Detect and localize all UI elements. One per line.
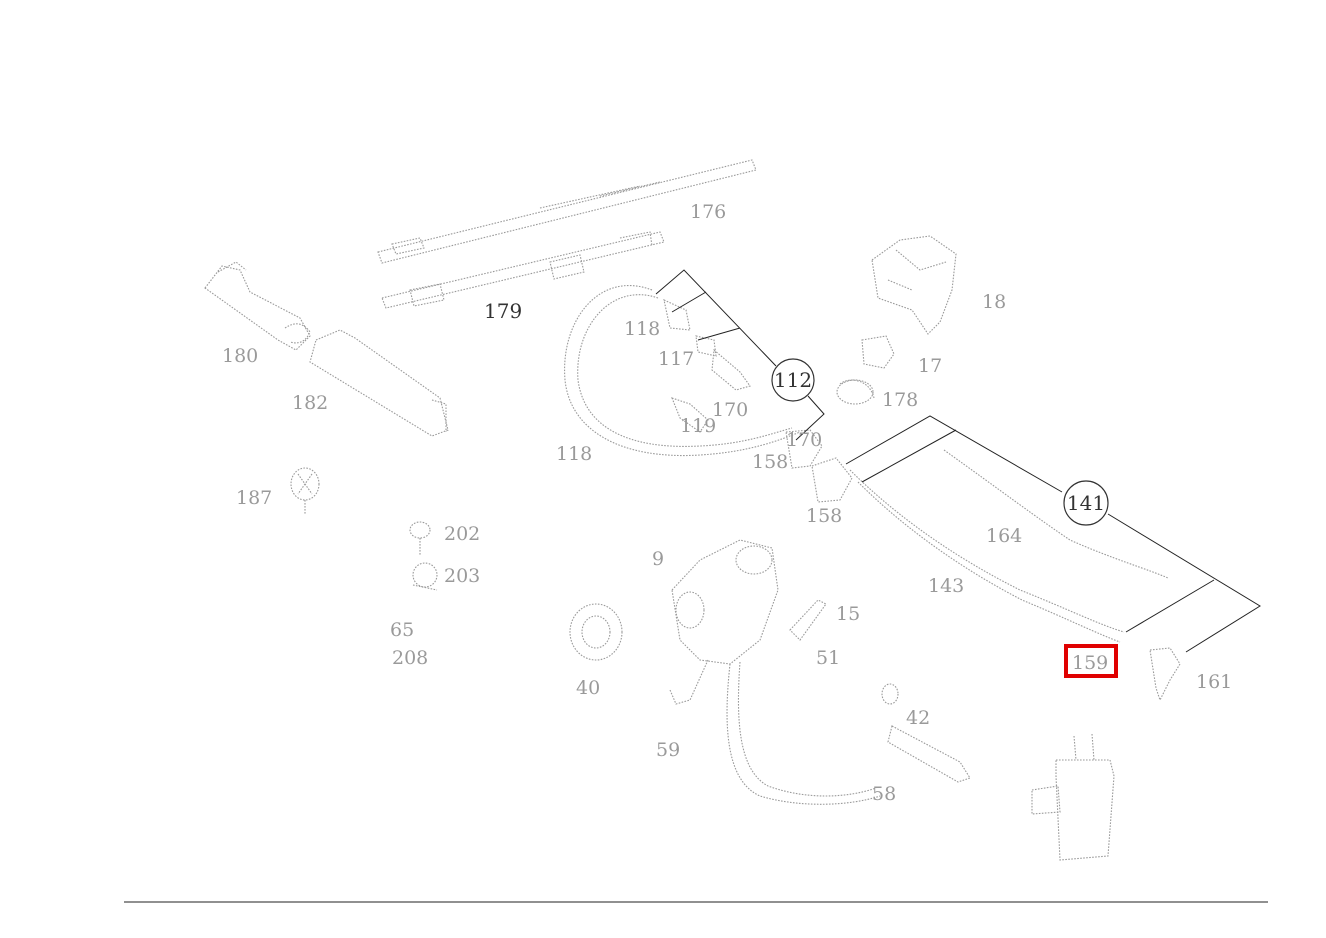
part-180-182-arm bbox=[204, 261, 449, 437]
part-119-117-fittings bbox=[663, 299, 751, 433]
label-65: 65 bbox=[390, 619, 414, 641]
part-187 bbox=[290, 467, 320, 514]
label-170: 170 bbox=[712, 399, 748, 421]
part-158-fitting bbox=[785, 429, 853, 503]
label-18: 18 bbox=[982, 291, 1006, 313]
label-208: 208 bbox=[392, 647, 428, 669]
part-18-pump bbox=[871, 235, 957, 335]
part-17 bbox=[861, 335, 895, 369]
highlight-box bbox=[1064, 644, 1118, 678]
callout-112-label: 112 bbox=[774, 368, 812, 392]
part-labels: 176 179 180 182 118 117 170 119 118 158 … bbox=[222, 201, 1232, 805]
label-187: 187 bbox=[236, 487, 272, 509]
label-143: 143 bbox=[928, 575, 964, 597]
part-118-hose bbox=[564, 284, 801, 457]
label-40: 40 bbox=[576, 677, 600, 699]
label-17: 17 bbox=[918, 355, 942, 377]
part-cylinder bbox=[1031, 733, 1115, 861]
label-51: 51 bbox=[816, 647, 840, 669]
label-158-b: 158 bbox=[806, 505, 842, 527]
label-59: 59 bbox=[656, 739, 680, 761]
label-180: 180 bbox=[222, 345, 258, 367]
callout-141: 141 bbox=[1063, 480, 1109, 526]
part-143-164-hose bbox=[849, 449, 1169, 643]
label-159: 159 bbox=[1072, 652, 1108, 674]
part-9-motor bbox=[669, 539, 881, 805]
label-58: 58 bbox=[872, 783, 896, 805]
label-176: 176 bbox=[690, 201, 726, 223]
part-202-203 bbox=[409, 521, 438, 591]
label-179: 179 bbox=[484, 299, 522, 323]
label-170-b: 170 bbox=[786, 429, 822, 451]
part-161 bbox=[1149, 647, 1181, 702]
label-202: 202 bbox=[444, 523, 480, 545]
callout-112: 112 bbox=[771, 358, 815, 402]
label-164: 164 bbox=[986, 525, 1022, 547]
label-9: 9 bbox=[652, 548, 664, 570]
label-203: 203 bbox=[444, 565, 480, 587]
part-40-gear bbox=[569, 603, 623, 661]
part-15 bbox=[789, 599, 827, 641]
label-15: 15 bbox=[836, 603, 860, 625]
label-42: 42 bbox=[906, 707, 930, 729]
label-178: 178 bbox=[882, 389, 918, 411]
part-178 bbox=[836, 379, 875, 405]
highlighted-part-159[interactable]: 159 bbox=[1064, 644, 1118, 678]
label-182: 182 bbox=[292, 392, 328, 414]
label-161: 161 bbox=[1196, 671, 1232, 693]
label-118-a: 118 bbox=[624, 318, 660, 340]
callout-141-label: 141 bbox=[1067, 491, 1105, 515]
label-117: 117 bbox=[658, 348, 694, 370]
label-119: 119 bbox=[680, 415, 716, 437]
part-176-rails bbox=[377, 159, 757, 309]
label-118-b: 118 bbox=[556, 443, 592, 465]
part-42 bbox=[881, 683, 971, 783]
label-158-a: 158 bbox=[752, 451, 788, 473]
leader-lines bbox=[655, 269, 1261, 653]
